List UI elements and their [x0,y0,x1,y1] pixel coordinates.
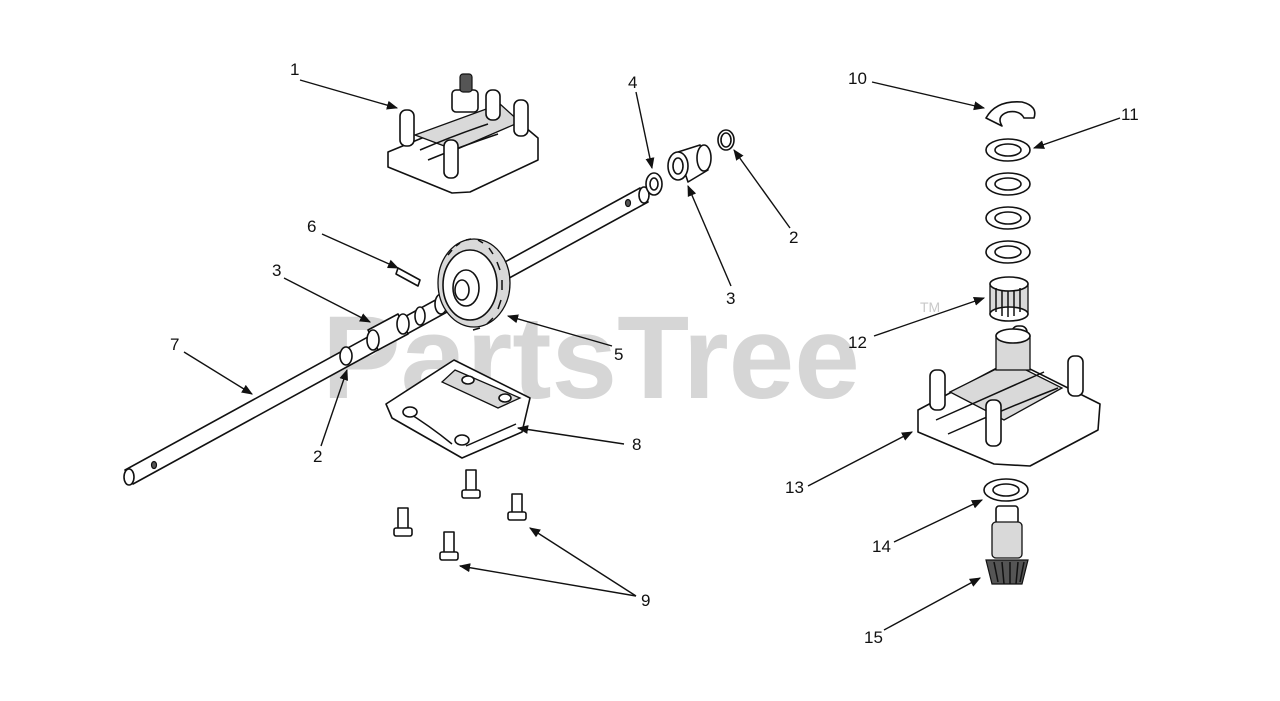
callout-15: 15 [864,628,883,647]
callout-2: 2 [313,447,322,466]
upper-housing-right[interactable] [917,325,1101,467]
bolt[interactable] [461,469,481,499]
callout-1: 1 [290,60,299,79]
washer[interactable] [645,172,663,196]
callout-14: 14 [872,537,891,556]
washer-stack[interactable] [985,138,1031,264]
pinion-gear[interactable] [985,505,1029,585]
callout-3: 3 [272,261,281,280]
callout-12: 12 [848,333,867,352]
bolt[interactable] [507,493,527,521]
callout-3: 3 [726,289,735,308]
upper-housing-left[interactable] [387,73,539,194]
callout-8: 8 [632,435,641,454]
svg-text:TM: TM [920,299,940,315]
callout-labels: 1 2 2 3 3 4 5 6 7 8 9 10 11 12 13 14 15 [170,60,1139,647]
callout-2: 2 [789,228,798,247]
callout-7: 7 [170,335,179,354]
callout-6: 6 [307,217,316,236]
callout-4: 4 [628,73,637,92]
callout-5: 5 [614,345,623,364]
bevel-gear[interactable] [437,238,511,331]
bushing[interactable] [667,144,712,183]
e-clip[interactable] [985,101,1036,127]
bolt[interactable] [393,507,413,537]
bolts[interactable] [393,469,527,561]
callout-13: 13 [785,478,804,497]
bolt[interactable] [439,531,459,561]
callout-10: 10 [848,69,867,88]
washer-lower[interactable] [983,478,1029,502]
callout-9: 9 [641,591,650,610]
retaining-ring[interactable] [717,129,735,151]
callout-11: 11 [1121,105,1139,124]
leader-lines [183,79,1121,631]
needle-bearing[interactable] [989,276,1029,322]
lower-housing[interactable] [385,359,531,459]
pin[interactable] [395,267,421,287]
